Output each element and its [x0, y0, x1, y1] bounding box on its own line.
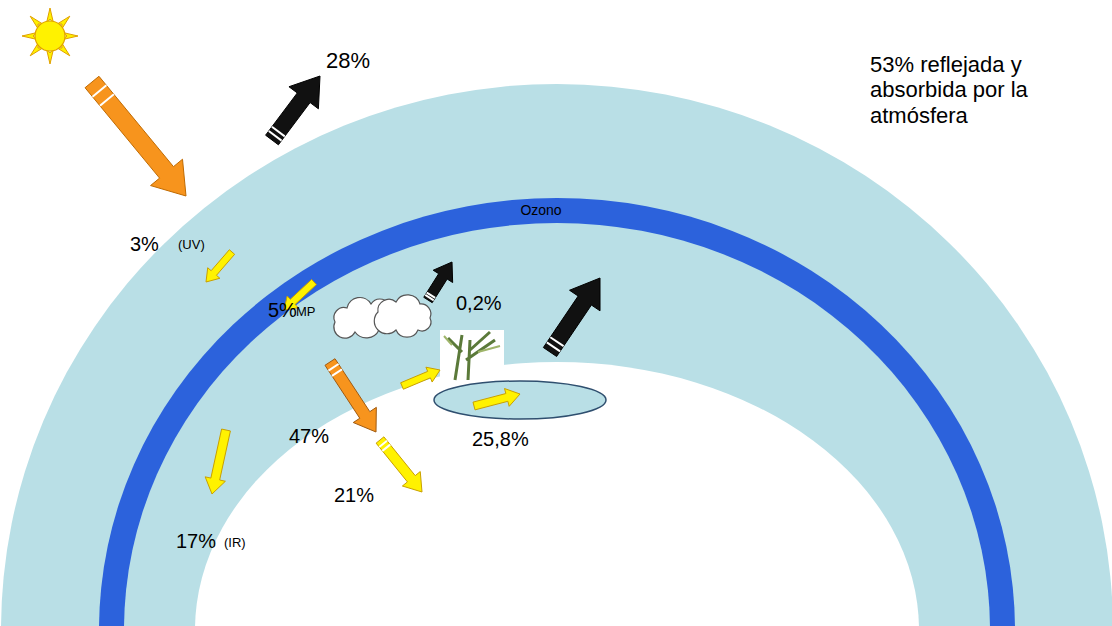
- percentage-label: (UV): [178, 238, 205, 253]
- arrow-stripe: [93, 85, 107, 96]
- percentage-label: 17%: [176, 530, 216, 553]
- radiation-arrow: [473, 389, 520, 410]
- percentage-label: 25,8%: [472, 428, 529, 451]
- percentage-label: 5%: [268, 299, 297, 322]
- percentage-label: 3%: [130, 233, 159, 256]
- arrow-stripe: [272, 127, 285, 137]
- radiation-arrow: [206, 250, 235, 282]
- percentage-label: 0,2%: [456, 292, 502, 315]
- inner-atmosphere: [124, 223, 990, 626]
- arrow-stripe: [100, 94, 114, 105]
- percentage-label: 21%: [334, 484, 374, 507]
- clouds: [334, 295, 431, 338]
- band-label-box: Ozono: [520, 202, 561, 218]
- arrow-stripe: [328, 364, 338, 371]
- radiation-arrow: [401, 367, 440, 389]
- percentage-label: 47%: [289, 425, 329, 448]
- radiation-arrow: [376, 437, 422, 492]
- band-label: Ozono: [520, 202, 561, 218]
- arrow-stripe: [550, 337, 563, 346]
- arrow-stripe: [379, 441, 387, 447]
- percentage-label: 53% reflejada y absorbida por la atmósfe…: [870, 52, 1095, 128]
- radiation-arrow: [85, 76, 186, 196]
- arrow-stripe: [547, 342, 560, 351]
- percentage-label: (IR): [224, 536, 246, 551]
- percentage-label: MP: [296, 305, 316, 320]
- water-ellipse: [434, 381, 606, 419]
- sun-disc: [35, 21, 65, 51]
- arrow-stripe: [332, 369, 342, 376]
- radiation-arrow: [205, 429, 230, 494]
- arrow-stripe: [382, 445, 390, 451]
- arrow-stripe: [427, 293, 435, 298]
- ozone-band: [99, 198, 1015, 626]
- radiation-arrows: [85, 76, 600, 494]
- radiation-arrow: [266, 76, 320, 145]
- radiation-arrow: [325, 359, 376, 432]
- sun-symbol: [22, 8, 78, 64]
- radiation-arrow: [543, 278, 600, 356]
- radiation-arrow: [424, 262, 453, 303]
- plant-picture: [440, 330, 504, 380]
- earth-surface: [195, 362, 919, 626]
- percentage-label: 28%: [326, 48, 370, 73]
